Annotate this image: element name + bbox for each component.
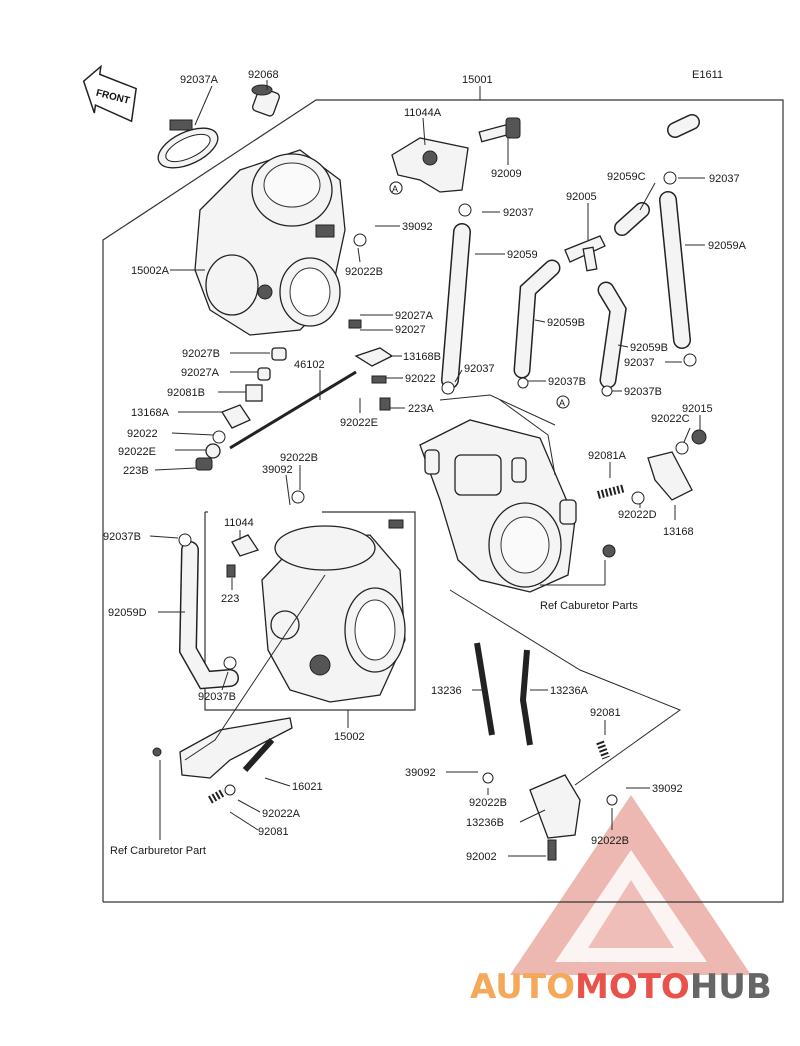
collar-92068-icon bbox=[251, 84, 280, 117]
callout-92027B: 92027B bbox=[182, 348, 220, 360]
diagram-code: E1611 bbox=[692, 69, 723, 81]
callout-92037B-c: 92037B bbox=[103, 531, 141, 543]
carburetor-15002A-icon bbox=[194, 149, 346, 336]
callout-92059B-b: 92059B bbox=[630, 342, 668, 354]
throttle-link-16021-icon bbox=[152, 717, 293, 804]
ref-caburetor-parts: Ref Caburetor Parts bbox=[540, 600, 638, 612]
callout-92022E-b: 92022E bbox=[118, 446, 156, 458]
callout-92037B-b: 92037B bbox=[624, 386, 662, 398]
callout-92037-top: 92037 bbox=[503, 207, 534, 219]
callout-223A: 223A bbox=[408, 403, 434, 415]
marker-a-icon: A A bbox=[389, 181, 570, 409]
watermark-text: AUTOMOTOHUB bbox=[470, 967, 772, 1007]
callout-92081-a: 92081 bbox=[590, 707, 621, 719]
callout-92059A: 92059A bbox=[708, 240, 747, 252]
hose-92059C-icon bbox=[614, 114, 700, 236]
callout-92027A-b: 92027A bbox=[181, 367, 220, 379]
callout-15002A: 15002A bbox=[131, 265, 170, 277]
svg-text:A: A bbox=[392, 184, 398, 194]
callout-11044: 11044 bbox=[224, 517, 254, 529]
callout-92059C: 92059C bbox=[607, 171, 646, 183]
callout-92022B-a: 92022B bbox=[345, 266, 383, 278]
callout-92022B-b: 92022B bbox=[280, 452, 318, 464]
hose-92059-icon bbox=[441, 223, 471, 389]
callout-46102: 46102 bbox=[294, 359, 325, 371]
callout-92037B-d: 92037B bbox=[198, 691, 236, 703]
callout-labels: E1611 15001 92037A 92068 11044A 92009 92… bbox=[103, 69, 747, 863]
float-bowl-assembly-icon bbox=[419, 419, 616, 593]
t-joint-92005-icon bbox=[564, 235, 606, 272]
small-parts-icon bbox=[178, 171, 707, 670]
callout-39092-d: 39092 bbox=[652, 783, 683, 795]
watermark-part2: MOTO bbox=[575, 967, 690, 1007]
screw-92009-icon bbox=[478, 117, 521, 143]
callout-39092-c: 39092 bbox=[405, 767, 436, 779]
callout-13168: 13168 bbox=[663, 526, 694, 538]
callout-39092-b: 39092 bbox=[262, 464, 293, 476]
callout-92059B-a: 92059B bbox=[547, 317, 585, 329]
callout-13168A: 13168A bbox=[131, 407, 170, 419]
callout-92022-b: 92022 bbox=[127, 428, 158, 440]
callout-92015: 92015 bbox=[682, 403, 713, 415]
svg-text:AUTOMOTOHUB: AUTOMOTOHUB bbox=[470, 967, 772, 1007]
callout-92027A-a: 92027A bbox=[395, 310, 434, 322]
callout-13168B: 13168B bbox=[403, 351, 441, 363]
callout-92059: 92059 bbox=[507, 249, 538, 261]
callout-92037-right: 92037 bbox=[709, 173, 740, 185]
bracket-13236-icon bbox=[474, 642, 618, 861]
hose-92059D-icon bbox=[178, 541, 239, 690]
carburetor-15002-icon bbox=[261, 525, 406, 703]
callout-92022C: 92022C bbox=[651, 413, 690, 425]
callout-92005: 92005 bbox=[566, 191, 597, 203]
callout-92022E-a: 92022E bbox=[340, 417, 378, 429]
callout-92037-r2: 92037 bbox=[624, 357, 655, 369]
hose-92059B-right-icon bbox=[597, 281, 627, 389]
hose-92059B-left-icon bbox=[513, 259, 561, 379]
callout-13236B: 13236B bbox=[466, 817, 504, 829]
callout-92002: 92002 bbox=[466, 851, 497, 863]
watermark-part3: HUB bbox=[690, 967, 772, 1007]
callout-16021: 16021 bbox=[292, 781, 323, 793]
callout-13236: 13236 bbox=[431, 685, 462, 697]
rod-46102-icon bbox=[229, 370, 357, 450]
callout-92022B-d: 92022B bbox=[591, 835, 629, 847]
callout-15002: 15002 bbox=[334, 731, 365, 743]
callout-223B: 223B bbox=[123, 465, 149, 477]
leader-lines bbox=[149, 80, 705, 857]
callout-92037-mid: 92037 bbox=[464, 363, 495, 375]
callout-92037B-a: 92037B bbox=[548, 376, 586, 388]
callout-92027: 92027 bbox=[395, 324, 426, 336]
ref-carburetor-part: Ref Carburetor Part bbox=[110, 845, 206, 857]
callout-92009: 92009 bbox=[491, 168, 522, 180]
callout-223: 223 bbox=[221, 593, 239, 605]
callout-13236A: 13236A bbox=[550, 685, 589, 697]
callout-92081B: 92081B bbox=[167, 387, 205, 399]
front-arrow-icon: FRONT bbox=[82, 64, 137, 123]
callout-15001: 15001 bbox=[462, 74, 493, 86]
callout-92022B-c: 92022B bbox=[469, 797, 507, 809]
callout-92022D: 92022D bbox=[618, 509, 657, 521]
callout-92068: 92068 bbox=[248, 69, 279, 81]
callout-92059D: 92059D bbox=[108, 607, 147, 619]
svg-text:A: A bbox=[559, 398, 565, 408]
hose-clamp-92037A-icon bbox=[157, 119, 219, 169]
hose-92059A-icon bbox=[659, 191, 691, 349]
callout-92081A: 92081A bbox=[588, 450, 627, 462]
callout-92022-a: 92022 bbox=[405, 373, 436, 385]
watermark-logo bbox=[510, 795, 751, 975]
watermark-part1: AUTO bbox=[470, 967, 575, 1007]
frame-outline bbox=[102, 99, 784, 903]
callout-92081-b: 92081 bbox=[258, 826, 289, 838]
callout-39092-a: 39092 bbox=[402, 221, 433, 233]
callout-11044A: 11044A bbox=[404, 107, 442, 119]
callout-92037A: 92037A bbox=[180, 74, 219, 86]
callout-92022A: 92022A bbox=[262, 808, 301, 820]
